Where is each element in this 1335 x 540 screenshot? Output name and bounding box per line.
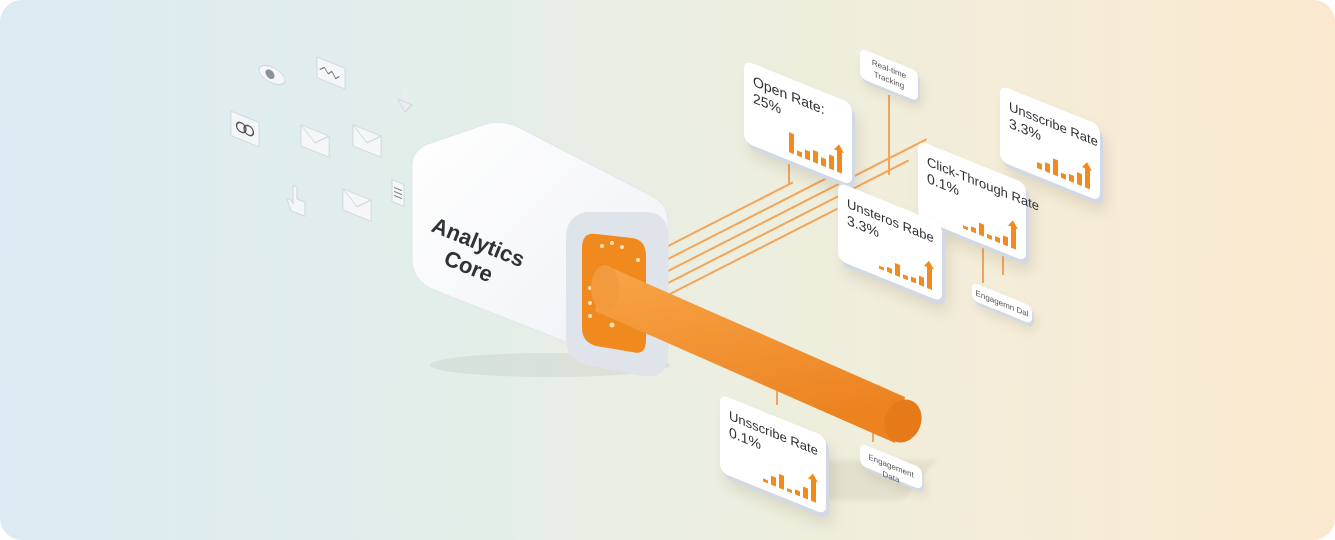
envelope-icon	[300, 122, 330, 160]
data-pipe	[591, 265, 922, 443]
eye-icon	[257, 56, 287, 94]
connector-line	[888, 95, 890, 175]
tag-engagement-data: Engagemn Dal	[972, 282, 1032, 325]
connector-line	[982, 238, 984, 283]
pointer-hand-icon	[282, 182, 312, 220]
connector-line	[667, 169, 843, 260]
envelope-icon	[352, 122, 382, 160]
connector-line	[1002, 245, 1004, 275]
download-arrow-icon	[390, 82, 420, 120]
connector-line	[776, 385, 778, 405]
document-lines-icon	[390, 177, 406, 209]
envelope-icon	[342, 186, 372, 224]
metric-card-open-rate: Open Rate: 25%	[744, 60, 852, 186]
link-icon	[230, 110, 260, 148]
mini-bar-chart-icon	[763, 459, 816, 503]
tag-label: Engagemn Dal	[975, 288, 1029, 319]
tag-real-time-tracking: Real-time Tracking	[860, 48, 918, 102]
mini-bar-chart-icon	[789, 130, 842, 174]
mini-bar-chart-icon	[963, 206, 1016, 250]
tag-label: Real-time Tracking	[871, 57, 907, 91]
trend-mail-icon	[316, 54, 346, 92]
mini-bar-chart-icon	[1037, 148, 1090, 190]
